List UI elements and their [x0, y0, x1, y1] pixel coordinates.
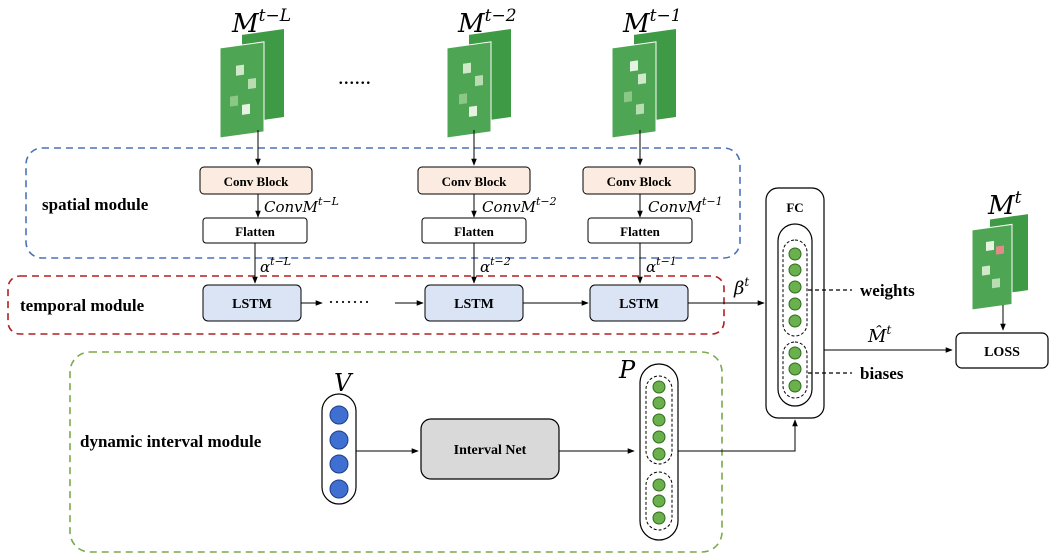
temporal-module-box: [7, 275, 725, 335]
frame-stack-t-minus-L: [219, 29, 284, 139]
fc-bias-nodes: [788, 346, 802, 393]
alpha-label-3: αt−1: [646, 255, 677, 276]
v-label: V: [334, 369, 354, 397]
frame-stack-t-minus-1: [611, 29, 676, 139]
frame-stack-t-minus-2: [446, 29, 511, 139]
label-m-t-minus-2: Mt−2: [457, 6, 517, 39]
p-bias-nodes: [652, 478, 666, 525]
beta-label: βt: [733, 275, 749, 299]
p-biases-group: [645, 471, 673, 531]
dynamic-interval-module-box: [69, 351, 723, 553]
alpha-label-2: αt−2: [480, 255, 511, 276]
conv-block-1-label: Conv Block: [224, 174, 289, 189]
flatten-1-label: Flatten: [235, 224, 275, 239]
lstm-1-label: LSTM: [232, 297, 272, 312]
convm-label-1: ConvMt−L: [264, 195, 339, 216]
p-weights-group: [645, 375, 673, 465]
v-nodes: [329, 405, 349, 499]
p-weight-nodes: [652, 380, 666, 461]
loss-block: [955, 332, 1049, 369]
conv-block-1: [199, 166, 313, 195]
label-m-t: Mt: [987, 188, 1022, 221]
loss-label: LOSS: [984, 345, 1020, 360]
weights-label: weights: [860, 281, 915, 300]
convm-label-2: ConvMt−2: [482, 195, 557, 216]
fc-weight-nodes: [788, 247, 802, 328]
frames-ellipsis: ......: [338, 64, 371, 89]
fc-label: FC: [786, 200, 803, 215]
p-label: P: [618, 356, 636, 384]
interval-net-block: [420, 418, 560, 480]
flatten-2-label: Flatten: [454, 224, 494, 239]
interval-net-label: Interval Net: [454, 443, 527, 458]
conv-block-3: [582, 166, 696, 195]
alpha-label-1: αt−L: [260, 255, 291, 276]
temporal-module-label: temporal module: [20, 296, 145, 315]
lstm-chain-dots: ·······: [328, 292, 370, 312]
label-m-t-minus-1: Mt−1: [622, 6, 682, 39]
spatial-module-label: spatial module: [42, 195, 149, 214]
fc-biases-group: [782, 341, 808, 399]
fc-weights-group: [782, 239, 808, 337]
flatten-3-label: Flatten: [620, 224, 660, 239]
biases-label: biases: [860, 364, 904, 383]
label-m-t-minus-L: Mt−L: [231, 6, 291, 39]
lstm-3-label: LSTM: [619, 297, 659, 312]
m-hat-label: M̂t: [867, 323, 891, 347]
frame-stack-t: [971, 214, 1028, 311]
spatial-module-box: [25, 147, 741, 259]
lstm-2-label: LSTM: [454, 297, 494, 312]
conv-block-3-label: Conv Block: [607, 174, 672, 189]
convm-label-3: ConvMt−1: [648, 195, 723, 216]
conv-block-2-label: Conv Block: [442, 174, 507, 189]
dynamic-interval-module-label: dynamic interval module: [80, 432, 262, 451]
